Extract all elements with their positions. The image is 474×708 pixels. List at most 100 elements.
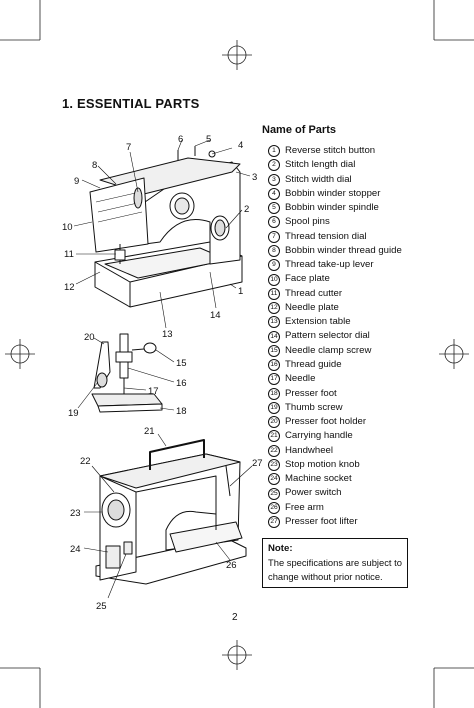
page-number: 2 [232,612,238,623]
part-number-badge: 6 [268,216,280,229]
callout-8: 8 [92,160,97,171]
parts-list-item: 14 Pattern selector dial [268,329,402,343]
part-number-badge: 15 [268,344,280,357]
callout-9: 9 [74,176,79,187]
part-number-badge: 20 [268,416,280,429]
parts-list-title: Name of Parts [262,124,336,136]
callout-2: 2 [244,204,249,215]
callout-23: 23 [70,508,81,519]
callout-24: 24 [70,544,81,555]
part-number-badge: 1 [268,145,280,158]
part-name: Stitch width dial [285,173,352,185]
part-name: Free arm [285,501,324,513]
part-number-badge: 24 [268,473,280,486]
part-name: Needle clamp screw [285,344,372,356]
callout-10: 10 [62,222,73,233]
note-box: Note: The specifications are subject to … [262,538,408,588]
section-heading: 1. ESSENTIAL PARTS [62,96,200,111]
front-view-illustration: 1 2 3 4 5 6 7 8 9 10 11 12 13 14 [62,134,257,340]
parts-list-item: 15 Needle clamp screw [268,344,402,358]
callout-22: 22 [80,456,91,467]
parts-list-item: 25 Power switch [268,486,402,500]
parts-list-item: 19 Thumb screw [268,401,402,415]
part-number-badge: 12 [268,302,280,315]
parts-list-item: 24 Machine socket [268,472,402,486]
parts-list-item: 7 Thread tension dial [268,230,402,244]
part-name: Presser foot holder [285,416,367,428]
callout-15: 15 [176,358,187,369]
part-name: Thread tension dial [285,230,367,242]
parts-list-item: 27 Presser foot lifter [268,515,402,529]
part-name: Bobbin winder spindle [285,202,379,214]
parts-list-item: 12 Needle plate [268,301,402,315]
part-number-badge: 7 [268,230,280,243]
callout-26: 26 [226,560,237,571]
parts-list-item: 26 Free arm [268,501,402,515]
part-name: Presser foot lifter [285,515,358,527]
callout-20: 20 [84,332,95,343]
part-name: Carrying handle [285,430,353,442]
part-name: Bobbin winder stopper [285,187,381,199]
part-name: Stop motion knob [285,458,360,470]
callout-25: 25 [96,601,107,612]
part-number-badge: 22 [268,444,280,457]
note-text: The specifications are subject to change… [268,557,402,582]
part-name: Bobbin winder thread guide [285,244,402,256]
callout-4: 4 [238,140,243,151]
parts-list-item: 22 Handwheel [268,444,402,458]
part-number-badge: 27 [268,516,280,529]
part-name: Power switch [285,487,342,499]
part-name: Machine socket [285,473,352,485]
note-title: Note: [268,543,293,554]
part-name: Stitch length dial [285,159,356,171]
part-name: Needle plate [285,301,339,313]
callout-21: 21 [144,426,155,437]
callout-6: 6 [178,134,183,145]
parts-list-item: 10 Face plate [268,272,402,286]
parts-list-item: 8 Bobbin winder thread guide [268,244,402,258]
callout-1: 1 [238,286,243,297]
part-number-badge: 8 [268,244,280,257]
part-number-badge: 3 [268,173,280,186]
part-name: Face plate [285,273,330,285]
callout-27: 27 [252,458,263,469]
parts-list-item: 18 Presser foot [268,387,402,401]
part-number-badge: 5 [268,202,280,215]
part-name: Pattern selector dial [285,330,370,342]
presser-foot-illustration: 15 16 17 18 19 20 [68,332,187,419]
part-name: Thread cutter [285,287,343,299]
part-name: Thread take-up lever [285,259,374,271]
callout-14: 14 [210,310,221,321]
part-number-badge: 18 [268,387,280,400]
part-number-badge: 25 [268,487,280,500]
callout-19: 19 [68,408,79,419]
callout-11: 11 [64,249,74,260]
part-name: Handwheel [285,444,334,456]
part-number-badge: 14 [268,330,280,343]
parts-list-item: 5 Bobbin winder spindle [268,201,402,215]
part-name: Presser foot [285,387,337,399]
part-name: Thread guide [285,358,342,370]
part-number-badge: 26 [268,501,280,514]
part-number-badge: 19 [268,401,280,414]
part-number-badge: 13 [268,316,280,329]
callout-17: 17 [148,386,159,397]
part-number-badge: 10 [268,273,280,286]
callout-3: 3 [252,172,257,183]
callout-18: 18 [176,406,187,417]
part-name: Thumb screw [285,401,343,413]
callout-5: 5 [206,134,211,145]
callout-12: 12 [64,282,75,293]
rear-view-illustration: 21 22 23 24 25 26 27 [70,426,263,612]
part-name: Needle [285,373,316,385]
